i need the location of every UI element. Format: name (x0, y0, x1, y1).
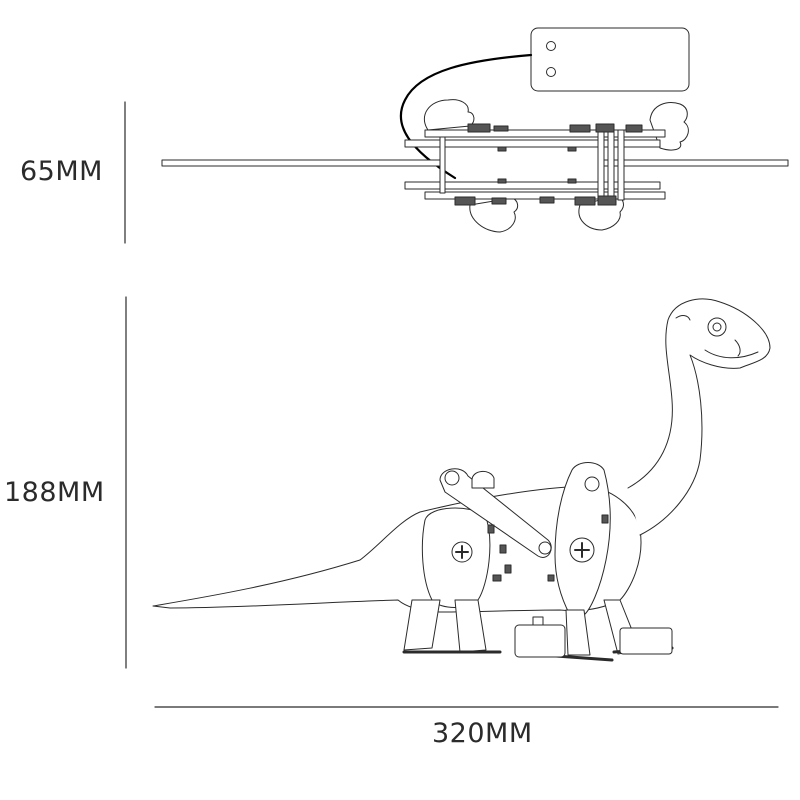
foot-top-left (423, 99, 475, 131)
bolt-heads (454, 123, 643, 206)
front-leg-screw-icon (574, 542, 590, 558)
battery-terminal-bottom (546, 67, 556, 77)
spacer (439, 136, 446, 194)
base-rail (619, 627, 673, 655)
side-view-height-label: 188MM (4, 477, 105, 508)
crank-arm (439, 468, 552, 558)
spacer (617, 129, 625, 201)
plate-top-inner (404, 139, 661, 148)
upper-bump (471, 471, 495, 489)
head-crest (675, 315, 691, 321)
head-rod (599, 159, 789, 167)
eye-icon (707, 317, 727, 337)
side-view-robot (152, 298, 771, 662)
foot-top-right (649, 102, 689, 151)
plate-bottom-inner (404, 181, 661, 190)
tail-rod (161, 159, 443, 167)
crank-pivot (444, 470, 460, 486)
spacer (607, 125, 615, 205)
overall-length-label: 320MM (432, 718, 533, 749)
crank-end-pivot (538, 541, 552, 555)
back-foot-right (454, 599, 487, 653)
wire (399, 53, 533, 180)
dinosaur-neck (627, 298, 771, 536)
plate-top-outer (424, 129, 666, 138)
eye-pupil (712, 322, 722, 332)
back-leg-screw-icon (455, 545, 469, 559)
gear-details (487, 514, 609, 582)
back-foot-left (403, 599, 441, 651)
front-leg-top-hub (584, 476, 600, 492)
mouth-line (704, 349, 759, 359)
battery-terminal-top (546, 41, 556, 51)
spacer (597, 129, 605, 201)
battery-box (530, 27, 690, 92)
battery-box-side (514, 624, 566, 658)
top-view-robot (161, 27, 789, 233)
battery-switch (532, 616, 544, 626)
front-foot-left (565, 609, 591, 656)
foot-bottom-left (469, 197, 519, 233)
head-detail (734, 339, 741, 357)
front-foot-bar (554, 654, 614, 662)
top-view-height-label: 65MM (20, 156, 103, 187)
